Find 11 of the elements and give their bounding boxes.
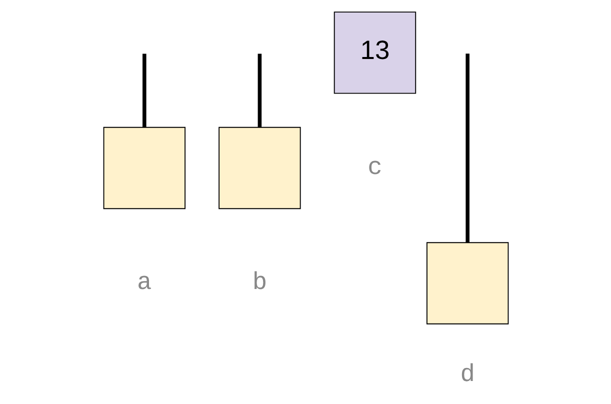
connector	[465, 54, 469, 243]
node-box	[426, 242, 508, 324]
connector	[142, 54, 146, 128]
node-label: b	[252, 270, 267, 298]
node-box	[218, 126, 300, 210]
node-label: a	[136, 270, 152, 298]
node-box: 13	[333, 12, 416, 94]
connector	[257, 54, 262, 128]
node-label: d	[460, 362, 474, 389]
node-box	[102, 126, 186, 210]
node-label: c	[367, 154, 382, 182]
